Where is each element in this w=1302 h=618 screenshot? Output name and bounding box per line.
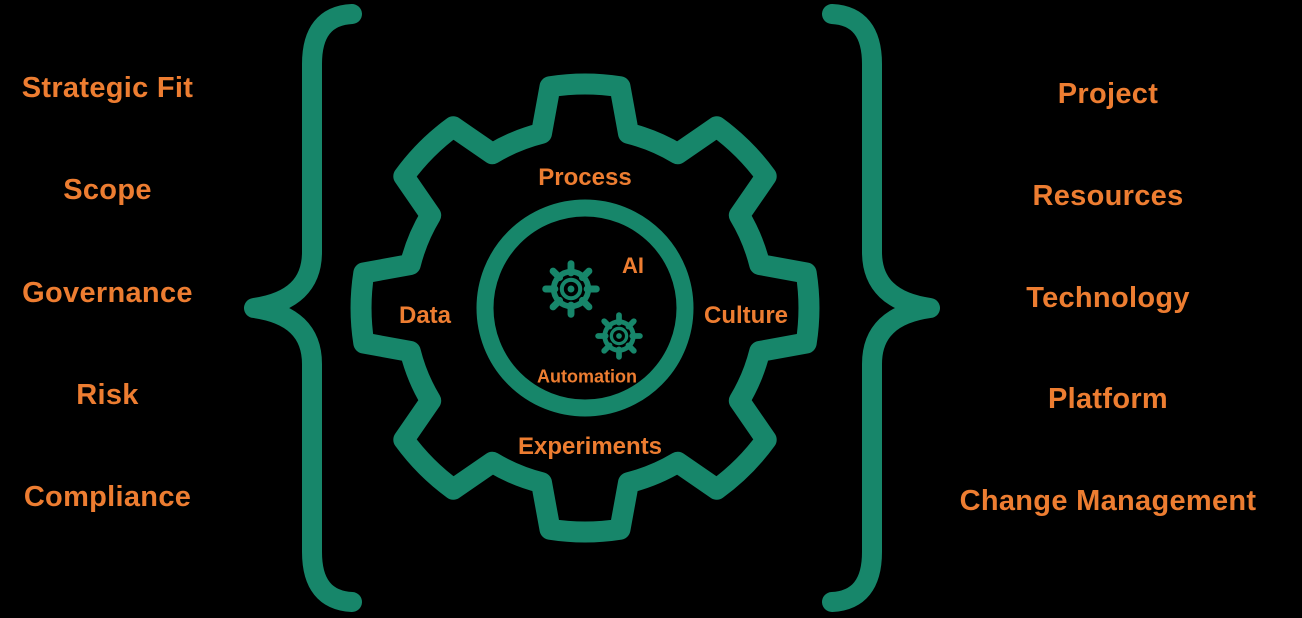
list-item-scope: Scope xyxy=(63,174,152,207)
hub-label-automation: Automation xyxy=(537,366,637,387)
gear-label-culture: Culture xyxy=(704,302,788,329)
list-item-strategic-fit: Strategic Fit xyxy=(21,72,194,104)
inner-circle xyxy=(476,199,694,417)
list-item-platform: Platform xyxy=(1047,383,1169,416)
list-item-risk: Risk xyxy=(76,378,139,411)
hub-label-ai: AI xyxy=(622,253,644,278)
list-item-change-management: Change Management xyxy=(959,485,1257,517)
list-item-resources: Resources xyxy=(1032,179,1184,212)
right-brace-icon xyxy=(822,4,940,612)
gear-outline-icon xyxy=(350,73,820,543)
left-brace-icon xyxy=(244,4,362,612)
list-item-technology: Technology xyxy=(1026,281,1190,314)
gear-label-data: Data xyxy=(398,302,452,329)
left-list: Strategic Fit Scope Governance Risk Comp… xyxy=(0,72,215,514)
list-item-governance: Governance xyxy=(22,276,193,309)
small-gear-icon xyxy=(595,312,643,360)
gear-label-process: Process xyxy=(538,164,632,191)
list-item-project: Project xyxy=(1057,78,1159,110)
right-list: Project Resources Technology Platform Ch… xyxy=(928,78,1288,518)
gear-label-experiments: Experiments xyxy=(517,433,663,460)
small-gear-icon xyxy=(542,260,600,318)
list-item-compliance: Compliance xyxy=(23,481,192,513)
